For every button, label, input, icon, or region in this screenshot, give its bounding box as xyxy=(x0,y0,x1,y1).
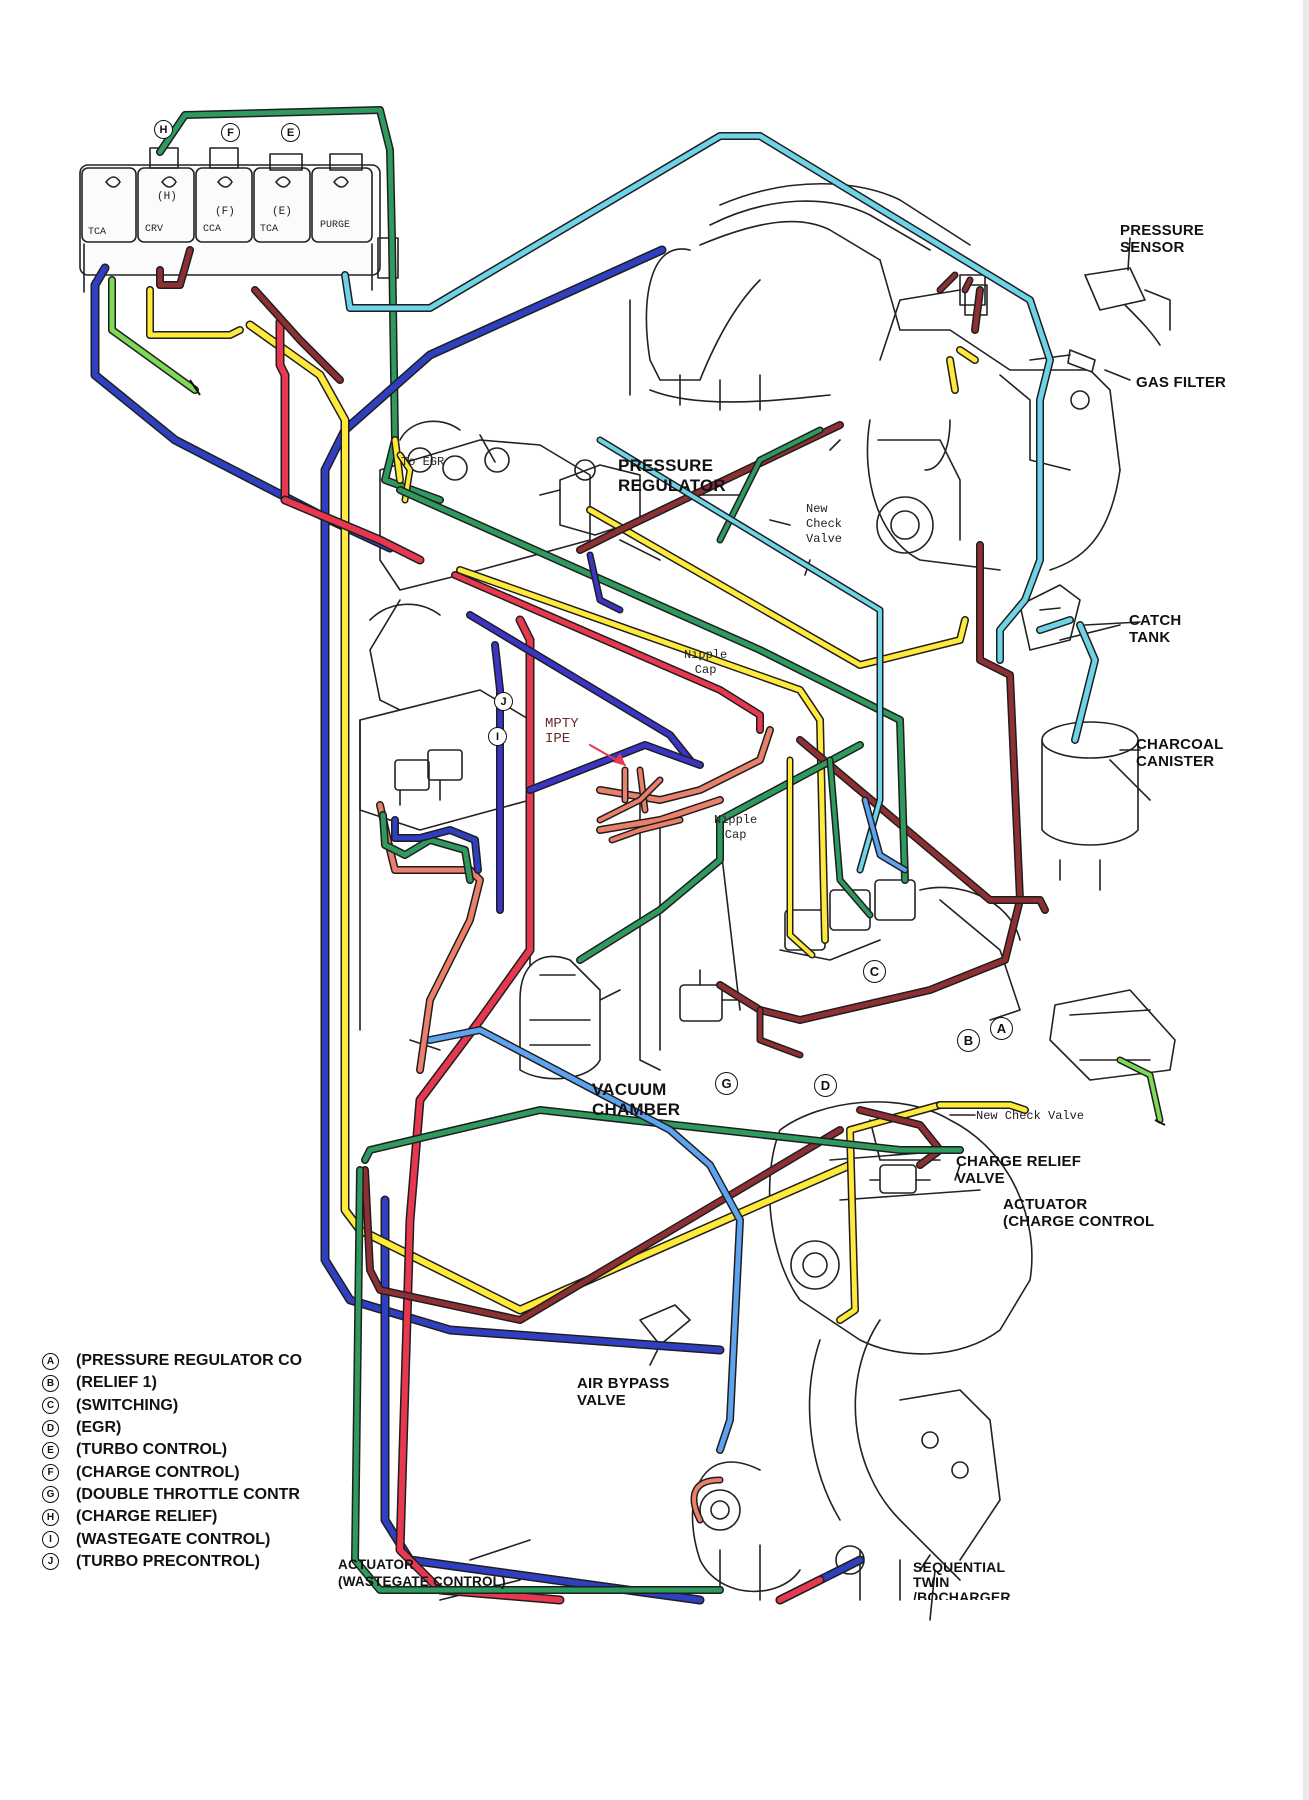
label-empty-pipe: MPTY IPE xyxy=(545,716,579,747)
legend-text: (DOUBLE THROTTLE CONTR xyxy=(76,1485,300,1503)
legend-row: J (TURBO PRECONTROL) xyxy=(42,1551,302,1573)
label-catch-tank: CATCH TANK xyxy=(1129,612,1182,646)
solenoid-tag-3: CCA xyxy=(203,224,222,235)
solenoid-letter-4: (E) xyxy=(272,206,292,218)
legend-row: B (RELIEF 1) xyxy=(42,1372,302,1394)
legend-row: D (EGR) xyxy=(42,1417,302,1439)
legend-key: H xyxy=(42,1508,59,1526)
label-new-check-valve-top: New Check Valve xyxy=(806,502,843,546)
port-key-a: A xyxy=(990,1017,1013,1040)
hose-end-marks xyxy=(189,379,1166,1126)
legend-text: (CHARGE RELIEF) xyxy=(76,1508,218,1526)
label-actuator-charge: ACTUATOR (CHARGE CONTROL xyxy=(1003,1196,1155,1230)
ecu-box xyxy=(1049,989,1176,1081)
charge-relief-valve-part xyxy=(869,1164,931,1194)
port-key-i: I xyxy=(488,727,507,746)
turbocharger xyxy=(691,1101,1033,1601)
legend-text: (WASTEGATE CONTROL) xyxy=(76,1530,271,1548)
legend: A (PRESSURE REGULATOR CO B (RELIEF 1) C … xyxy=(42,1350,302,1573)
legend-key: F xyxy=(42,1464,59,1482)
legend-text: (SWITCHING) xyxy=(76,1396,179,1414)
legend-key: C xyxy=(42,1397,59,1415)
pressure-sensor-part xyxy=(1084,267,1171,346)
legend-row: I (WASTEGATE CONTROL) xyxy=(42,1528,302,1550)
port-key-f: F xyxy=(221,123,240,142)
port-key-c: C xyxy=(863,960,886,983)
vacuum-hoses xyxy=(90,106,1164,1605)
label-gas-filter: GAS FILTER xyxy=(1136,374,1227,391)
label-new-check-valve-bottom: New Check Valve xyxy=(976,1109,1085,1123)
legend-row: A (PRESSURE REGULATOR CO xyxy=(42,1350,302,1372)
label-charge-relief-valve: CHARGE RELIEF VALVE xyxy=(956,1153,1082,1187)
label-pressure-regulator: PRESSURE REGULATOR xyxy=(618,456,726,495)
label-to-egr: To EGR xyxy=(401,455,445,469)
legend-text: (PRESSURE REGULATOR CO xyxy=(76,1352,303,1370)
legend-key: G xyxy=(42,1486,59,1504)
label-nipple-cap-1: Nipple Cap xyxy=(684,648,728,677)
legend-text: (CHARGE CONTROL) xyxy=(76,1463,240,1481)
air-bypass-valve-part xyxy=(639,1304,691,1366)
legend-key: J xyxy=(42,1553,59,1571)
legend-text: (RELIEF 1) xyxy=(76,1374,157,1392)
label-pressure-sensor: PRESSURE SENSOR xyxy=(1120,222,1205,256)
legend-text: (EGR) xyxy=(76,1419,122,1437)
vacuum-chamber-part xyxy=(519,955,621,1080)
port-key-b: B xyxy=(957,1029,980,1052)
label-charcoal-canister: CHARCOAL CANISTER xyxy=(1136,736,1224,770)
port-key-j: J xyxy=(494,692,513,711)
solenoid-valve-bank xyxy=(79,147,399,293)
label-air-bypass-valve: AIR BYPASS VALVE xyxy=(577,1375,670,1409)
legend-row: C (SWITCHING) xyxy=(42,1395,302,1417)
solenoid-tag-4: TCA xyxy=(260,224,279,235)
gas-filter-part xyxy=(1029,349,1096,373)
label-sequential-twin: SEQUENTIAL TWIN /BOCHARGER xyxy=(913,1560,1011,1600)
label-actuator-wastegate: ACTUATOR (WASTEGATE CONTROL) xyxy=(338,1557,506,1589)
legend-row: F (CHARGE CONTROL) xyxy=(42,1461,302,1483)
hose-yellow-main xyxy=(146,286,244,339)
label-nipple-cap-2: Nipple Cap xyxy=(714,813,758,842)
catch-tank-part xyxy=(1019,584,1081,651)
legend-text: (TURBO CONTROL) xyxy=(76,1441,228,1459)
solenoid-letter-3: (F) xyxy=(215,206,235,218)
label-vacuum-chamber: VACUUM CHAMBER xyxy=(592,1080,681,1119)
legend-row: E (TURBO CONTROL) xyxy=(42,1439,302,1461)
port-key-d: D xyxy=(814,1074,837,1097)
legend-key: B xyxy=(42,1374,59,1392)
port-key-g: G xyxy=(715,1072,738,1095)
legend-key: D xyxy=(42,1419,59,1437)
hose-cyan xyxy=(341,132,1054,664)
charcoal-canister-part xyxy=(1041,721,1151,891)
port-key-h: H xyxy=(154,120,173,139)
legend-text: (TURBO PRECONTROL) xyxy=(76,1552,260,1570)
legend-row: H (CHARGE RELIEF) xyxy=(42,1506,302,1528)
legend-key: E xyxy=(42,1441,59,1459)
solenoid-tag-1: TCA xyxy=(88,227,107,238)
port-key-e: E xyxy=(281,123,300,142)
solenoid-tag-2: CRV xyxy=(145,224,164,235)
solenoid-letter-2: (H) xyxy=(157,191,177,203)
legend-key: I xyxy=(42,1531,59,1549)
legend-key: A xyxy=(42,1352,59,1370)
solenoid-tag-5: PURGE xyxy=(320,220,351,231)
legend-row: G (DOUBLE THROTTLE CONTR xyxy=(42,1484,302,1506)
page-edge xyxy=(1303,0,1309,1800)
